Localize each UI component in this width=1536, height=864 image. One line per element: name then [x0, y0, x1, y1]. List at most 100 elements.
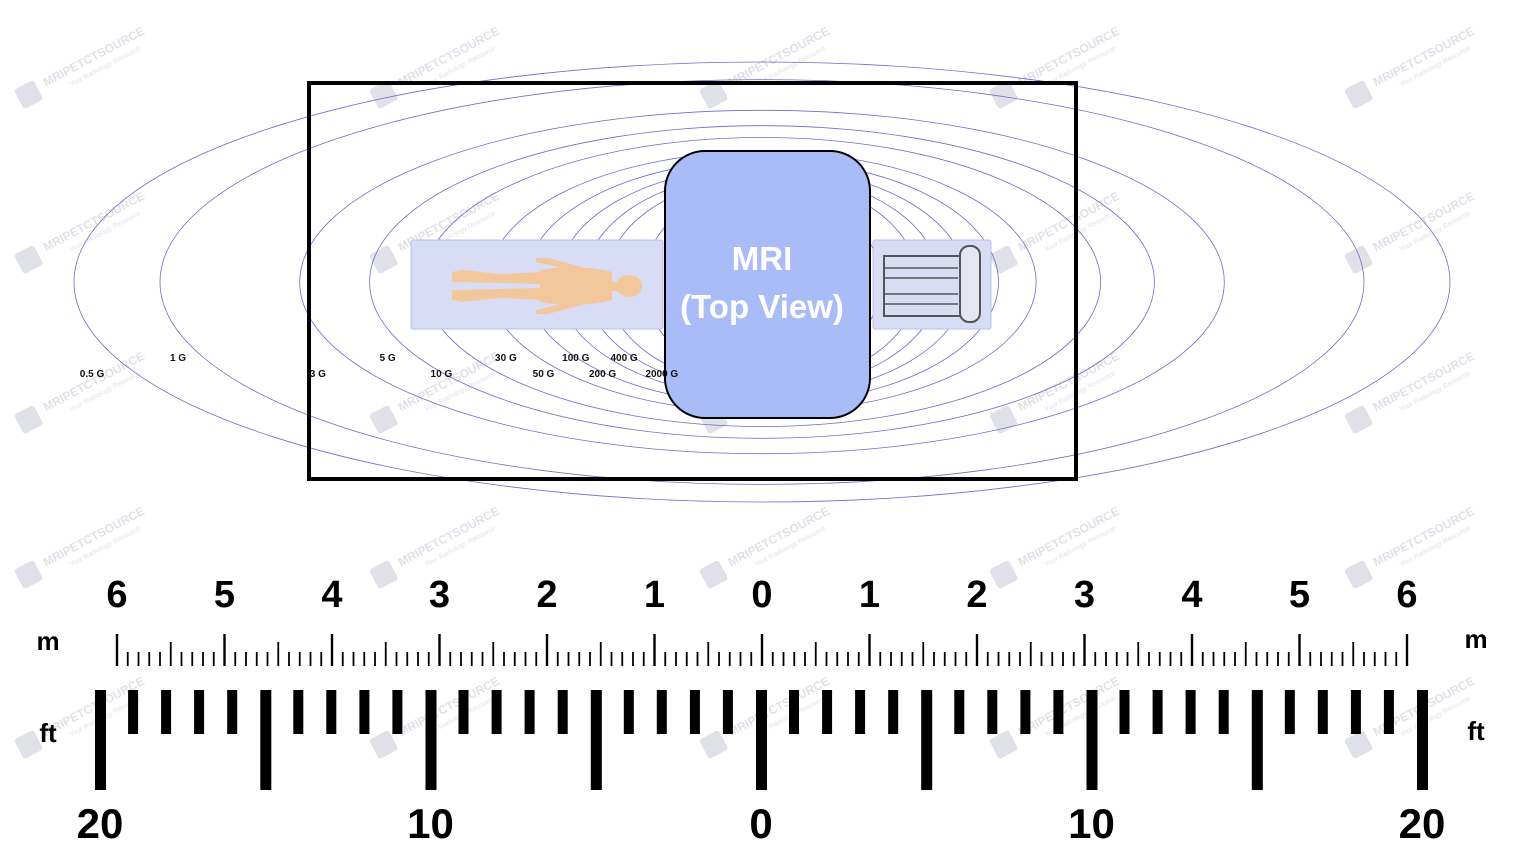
meter-tick-label: 4	[321, 574, 342, 616]
meter-tick-label: 5	[1289, 574, 1310, 616]
contour-label: 3 G	[310, 369, 326, 380]
meter-unit-left: m	[36, 626, 59, 656]
contour-label: 10 G	[431, 369, 453, 380]
meter-tick-label: 1	[859, 574, 880, 616]
watermark-logo-icon	[369, 560, 398, 589]
contour-label: 200 G	[589, 369, 616, 380]
room-outline	[307, 81, 1078, 481]
feet-tick	[458, 690, 469, 734]
field-contour	[73, 61, 1451, 503]
watermark-logo-icon	[1344, 560, 1373, 589]
feet-tick	[789, 690, 799, 734]
field-contour	[299, 109, 1225, 455]
field-contour	[369, 125, 1155, 439]
meter-tick-label: 1	[644, 574, 665, 616]
feet-scale: 20 10 0 10 20 ft ft	[39, 690, 1485, 847]
feet-tick	[1185, 690, 1196, 734]
meter-tick-label: 3	[1074, 574, 1095, 616]
feet-tick	[194, 690, 205, 734]
watermark-logo-icon	[1344, 730, 1373, 759]
watermark-logo-icon	[14, 560, 43, 589]
feet-tick	[689, 690, 700, 734]
meter-tick-label: 5	[214, 574, 235, 616]
feet-tick	[260, 690, 272, 790]
feet-tick	[1251, 690, 1263, 790]
feet-tick	[1218, 690, 1229, 734]
contour-label: 50 G	[533, 369, 555, 380]
patient-table	[410, 239, 664, 330]
feet-tick	[1119, 690, 1130, 734]
contour-label: 2000 G	[645, 369, 678, 380]
feet-tick	[524, 690, 535, 734]
feet-unit-right: ft	[1467, 716, 1485, 746]
feet-tick	[1350, 690, 1361, 734]
watermark-logo-icon	[14, 730, 43, 759]
feet-tick	[128, 690, 139, 734]
contour-label: 5 G	[380, 353, 396, 364]
feet-tick	[392, 690, 403, 734]
feet-tick	[1284, 690, 1295, 734]
feet-tick	[1053, 690, 1064, 734]
field-contour	[159, 79, 1365, 485]
meter-tick-label: 3	[429, 574, 450, 616]
watermark-logo-icon	[989, 80, 1018, 109]
feet-tick-label: 10	[407, 800, 454, 847]
feet-tick	[888, 690, 899, 734]
feet-tick	[822, 690, 833, 734]
feet-tick	[1086, 690, 1098, 790]
feet-unit-left: ft	[39, 718, 57, 748]
contour-label: 400 G	[610, 353, 637, 364]
meter-tick-label: 2	[536, 574, 557, 616]
meter-tick-label: 2	[966, 574, 987, 616]
watermark-logo-icon	[699, 730, 728, 759]
mri-unit	[664, 150, 871, 419]
feet-tick	[722, 690, 733, 734]
watermark-logo-icon	[369, 80, 398, 109]
patient-silhouette	[452, 258, 642, 314]
meter-tick-label: 6	[106, 574, 127, 616]
contour-label: 100 G	[562, 353, 589, 364]
watermark-logo-icon	[699, 560, 728, 589]
contour-label: 1 G	[170, 353, 186, 364]
feet-tick-label: 20	[1399, 800, 1446, 847]
feet-tick	[1417, 690, 1428, 790]
feet-tick-label: 10	[1068, 800, 1115, 847]
feet-tick	[161, 690, 172, 734]
feet-tick	[987, 690, 998, 734]
feet-tick	[656, 690, 667, 734]
meter-unit-right: m	[1464, 624, 1487, 654]
feet-tick	[359, 690, 370, 734]
feet-tick-label: 20	[77, 800, 124, 847]
watermark-logo-icon	[369, 730, 398, 759]
feet-tick	[557, 690, 568, 734]
watermark-logo-icon	[14, 405, 43, 434]
watermark-logo-icon	[1344, 80, 1373, 109]
feet-tick	[326, 690, 337, 734]
feet-tick	[756, 690, 767, 790]
mri-label: MRI	[732, 240, 793, 277]
feet-tick-label: 0	[749, 800, 772, 847]
feet-tick	[1152, 690, 1163, 734]
feet-tick	[491, 690, 502, 734]
watermark-logo-icon	[369, 405, 398, 434]
feet-tick	[855, 690, 866, 734]
feet-tick	[954, 690, 965, 734]
watermark-logo-icon	[989, 560, 1018, 589]
feet-tick	[425, 690, 437, 790]
